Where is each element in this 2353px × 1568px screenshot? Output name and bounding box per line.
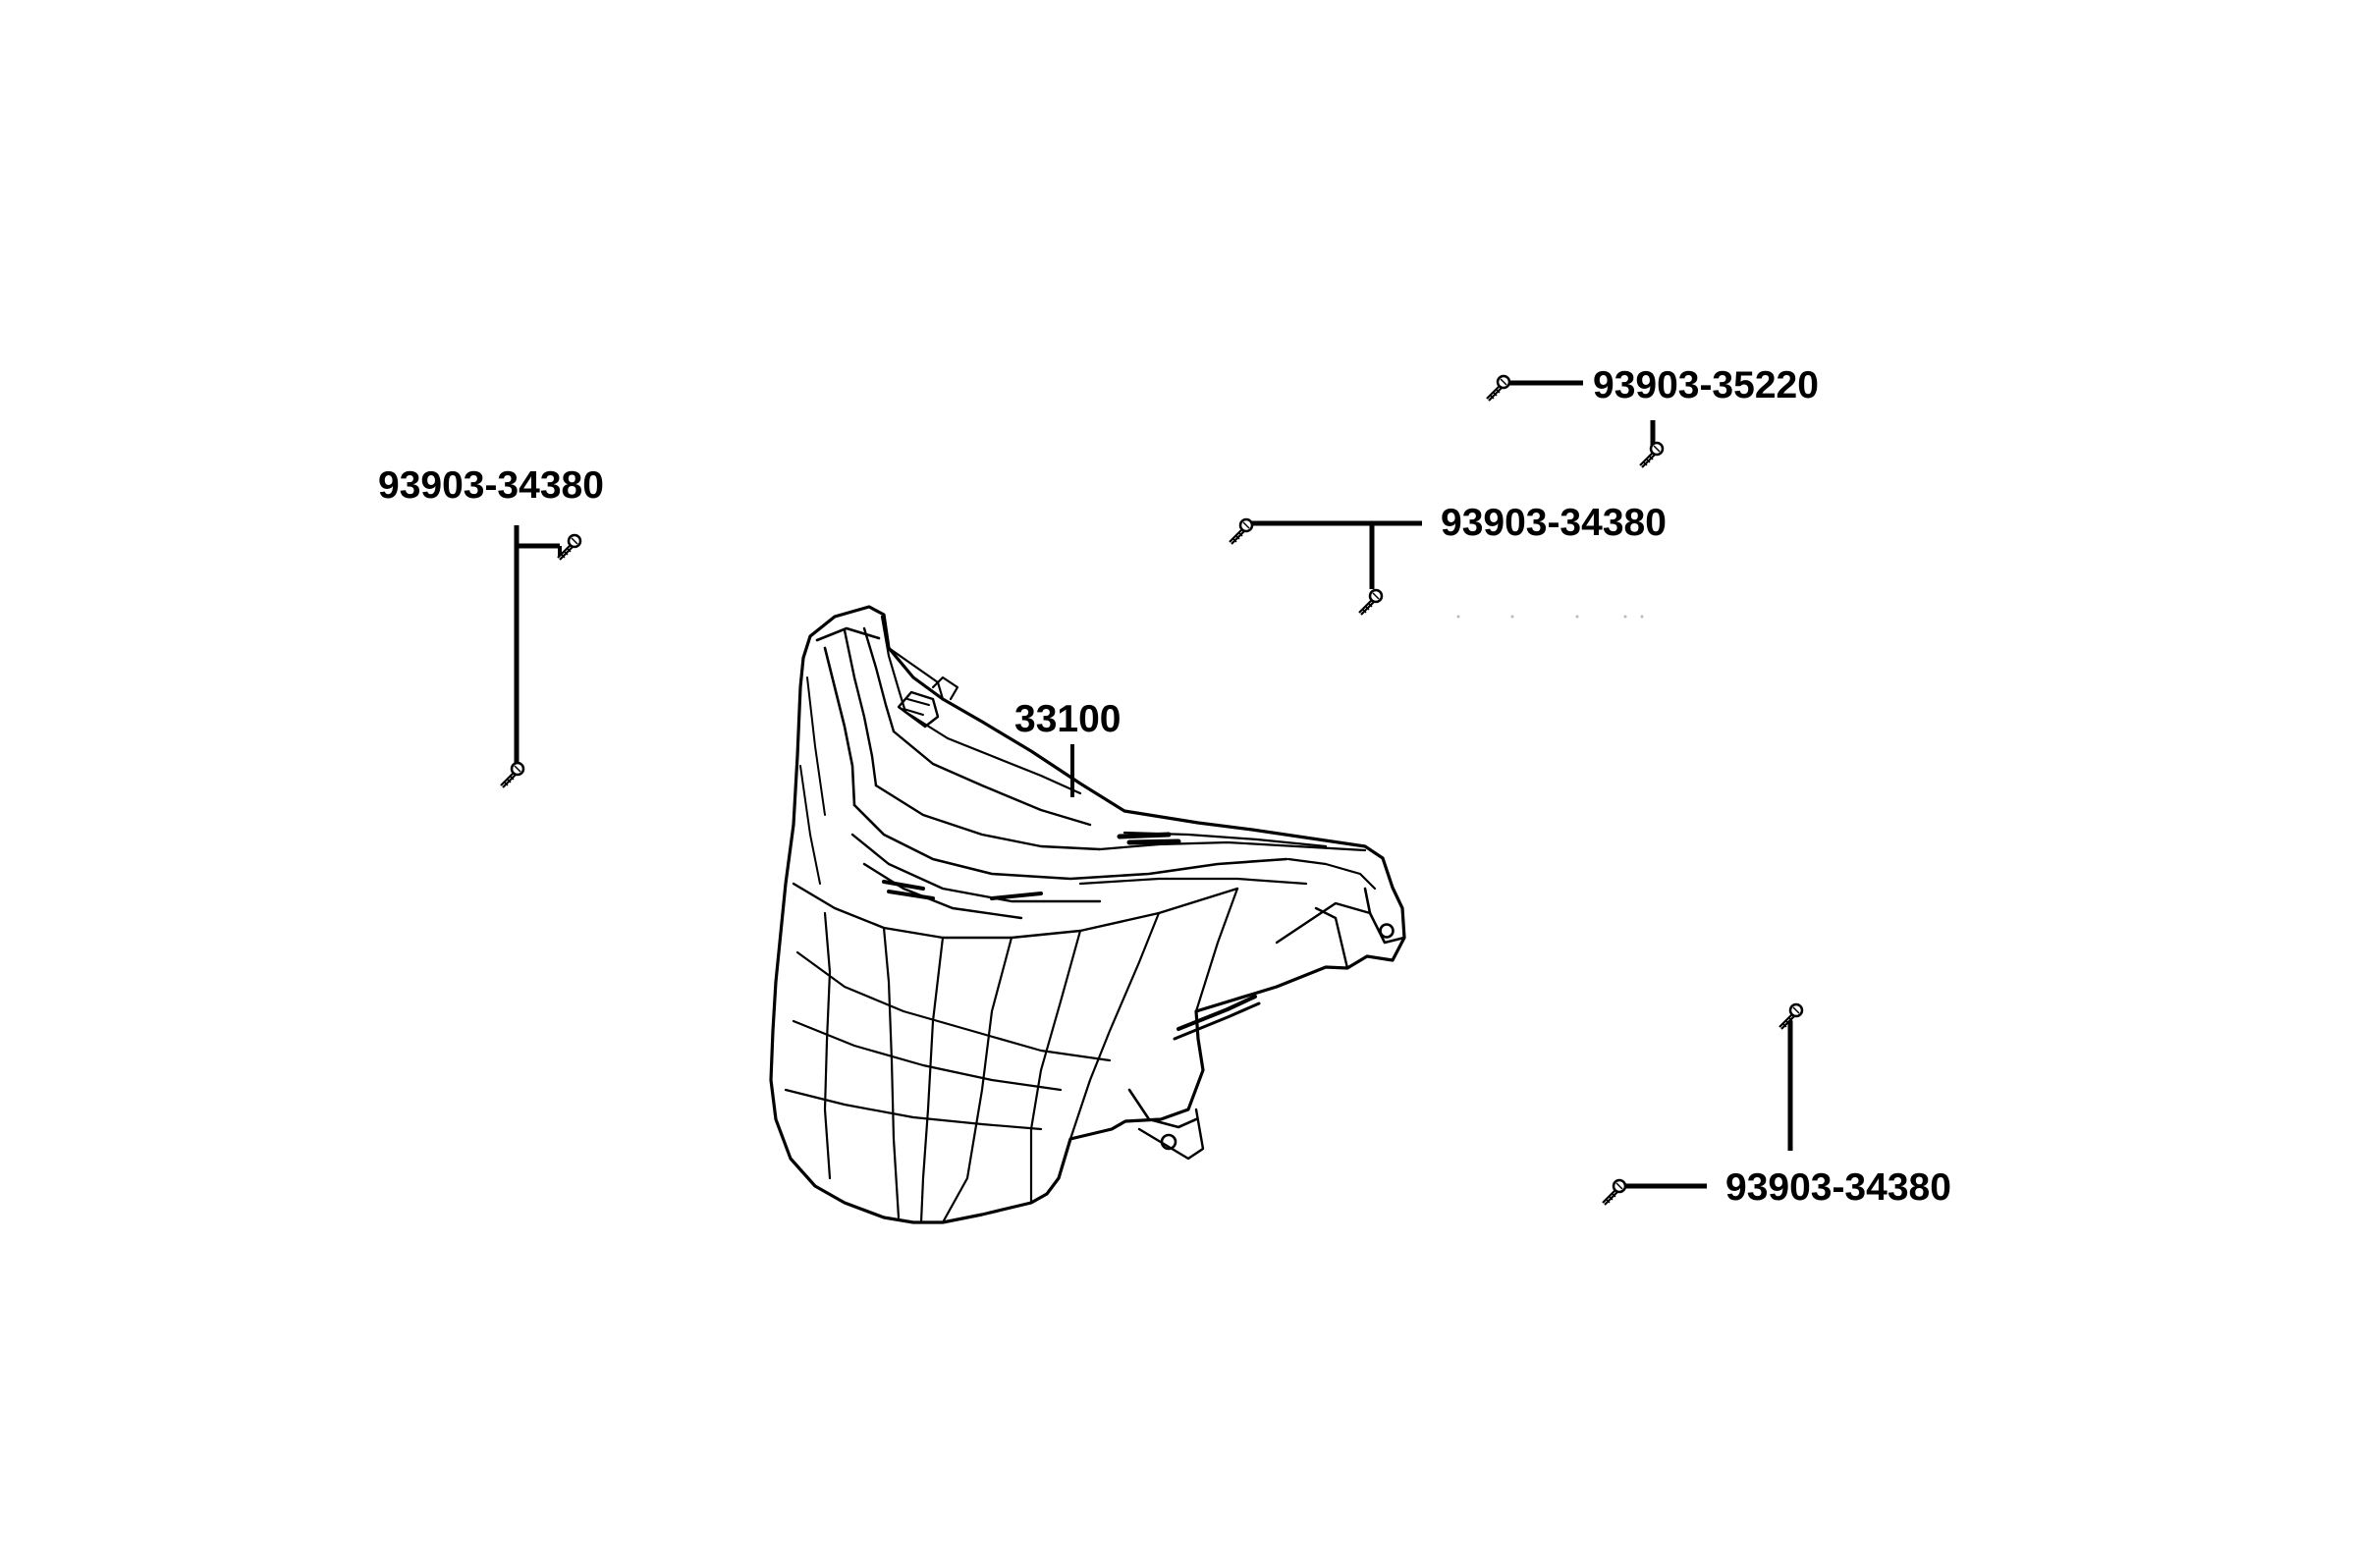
part-number-label: 93903-34380 xyxy=(1725,1166,1951,1209)
part-number-label: 93903-34380 xyxy=(1441,502,1667,544)
screw-icon xyxy=(1638,441,1665,469)
screw-group-bottom-right xyxy=(1601,1002,1804,1207)
screw-icon xyxy=(1357,588,1384,617)
screw-icon xyxy=(1228,517,1254,546)
part-number-label: 33100 xyxy=(1014,698,1122,740)
screw-icon xyxy=(1601,1178,1627,1207)
screw-icon xyxy=(1485,374,1511,403)
part-number-label: 93903-34380 xyxy=(378,464,604,507)
screw-icon xyxy=(499,761,525,789)
screw-group-top-right-upper xyxy=(1485,374,1665,469)
part-number-label: 93903-35220 xyxy=(1593,364,1819,406)
screw-group-top-left xyxy=(499,525,582,789)
faint-dots xyxy=(1456,615,1644,619)
main-part-33100 xyxy=(769,605,1406,1224)
screw-group-top-right-mid xyxy=(1228,517,1422,617)
